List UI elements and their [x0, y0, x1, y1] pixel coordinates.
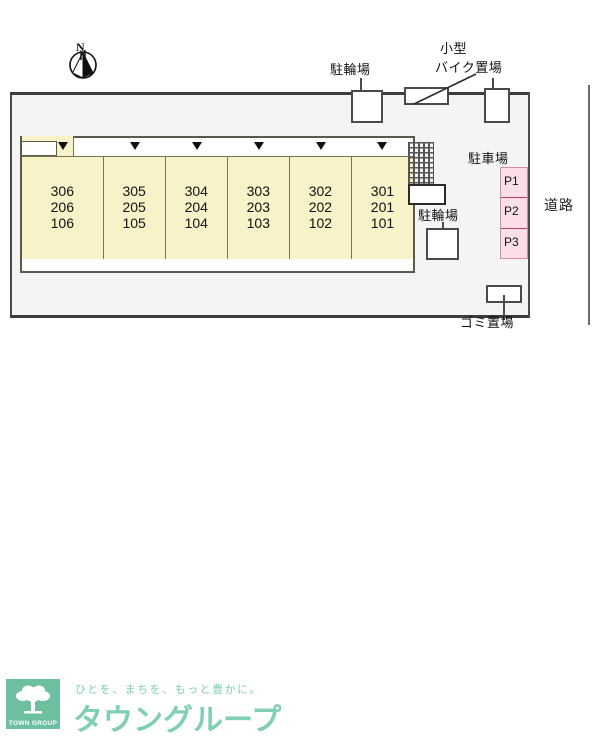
garbage-area-leader — [503, 295, 505, 320]
stairs-icon — [408, 142, 434, 184]
motorcycle-parking-label-line2: バイク置場 — [435, 60, 503, 75]
motorcycle-parking-box-right — [484, 88, 510, 123]
compass-rose-icon — [68, 49, 98, 80]
room-number: 104 — [184, 214, 208, 231]
room-number: 105 — [122, 214, 146, 231]
room-number: 106 — [50, 214, 74, 231]
parking-slot-p2[interactable]: P2 — [501, 198, 527, 229]
footer-branding: TOWN GROUP ひとを、まちを、もっと豊かに。 タウングループ — [0, 335, 600, 737]
room-number: 303 — [246, 183, 270, 200]
room-number: 305 — [122, 183, 146, 200]
parking-slot-p1[interactable]: P1 — [501, 168, 527, 199]
room-number: 301 — [370, 183, 395, 200]
stairs-landing-box — [408, 184, 446, 205]
motorcycle-parking-leader — [413, 73, 477, 105]
brand-name: タウングループ — [73, 704, 282, 737]
parking-slot-p3[interactable]: P3 — [504, 234, 519, 249]
town-group-logo-text: TOWN GROUP — [8, 720, 58, 727]
bicycle-parking-bottom-box — [426, 228, 459, 260]
town-group-logo: TOWN GROUP — [6, 679, 60, 729]
room-number: 206 — [50, 199, 74, 216]
site-right-boundary — [528, 92, 530, 318]
road-strip — [532, 85, 590, 325]
building-bottom-strip — [20, 259, 415, 273]
room-number: 204 — [184, 199, 208, 216]
bicycle-parking-top-box — [351, 90, 383, 123]
tree-icon — [16, 685, 50, 714]
motorcycle-parking-label-line1: 小型 — [440, 41, 468, 56]
room-number: 101 — [370, 214, 395, 231]
garbage-area-label: ゴミ置場 — [460, 315, 515, 330]
room-number: 202 — [308, 199, 333, 216]
room-number: 102 — [308, 214, 333, 231]
parking-area: P1 P2 P3 — [500, 167, 528, 259]
parking-title: 駐車場 — [468, 151, 509, 166]
room-number: 302 — [308, 183, 333, 200]
room-number: 201 — [370, 199, 395, 216]
motorcycle-parking-box — [404, 87, 449, 105]
room-number: 306 — [50, 183, 74, 200]
road-label: 道路 — [544, 197, 574, 213]
compass-north-label: N — [76, 40, 85, 54]
room-number: 203 — [246, 199, 270, 216]
balcony-notch-top-left — [22, 141, 57, 156]
room-number: 205 — [122, 199, 146, 216]
bicycle-parking-bottom-label: 駐輪場 — [418, 208, 459, 223]
room-number: 304 — [184, 183, 208, 200]
bicycle-parking-top-label: 駐輪場 — [330, 62, 371, 77]
room-number: 103 — [246, 214, 270, 231]
